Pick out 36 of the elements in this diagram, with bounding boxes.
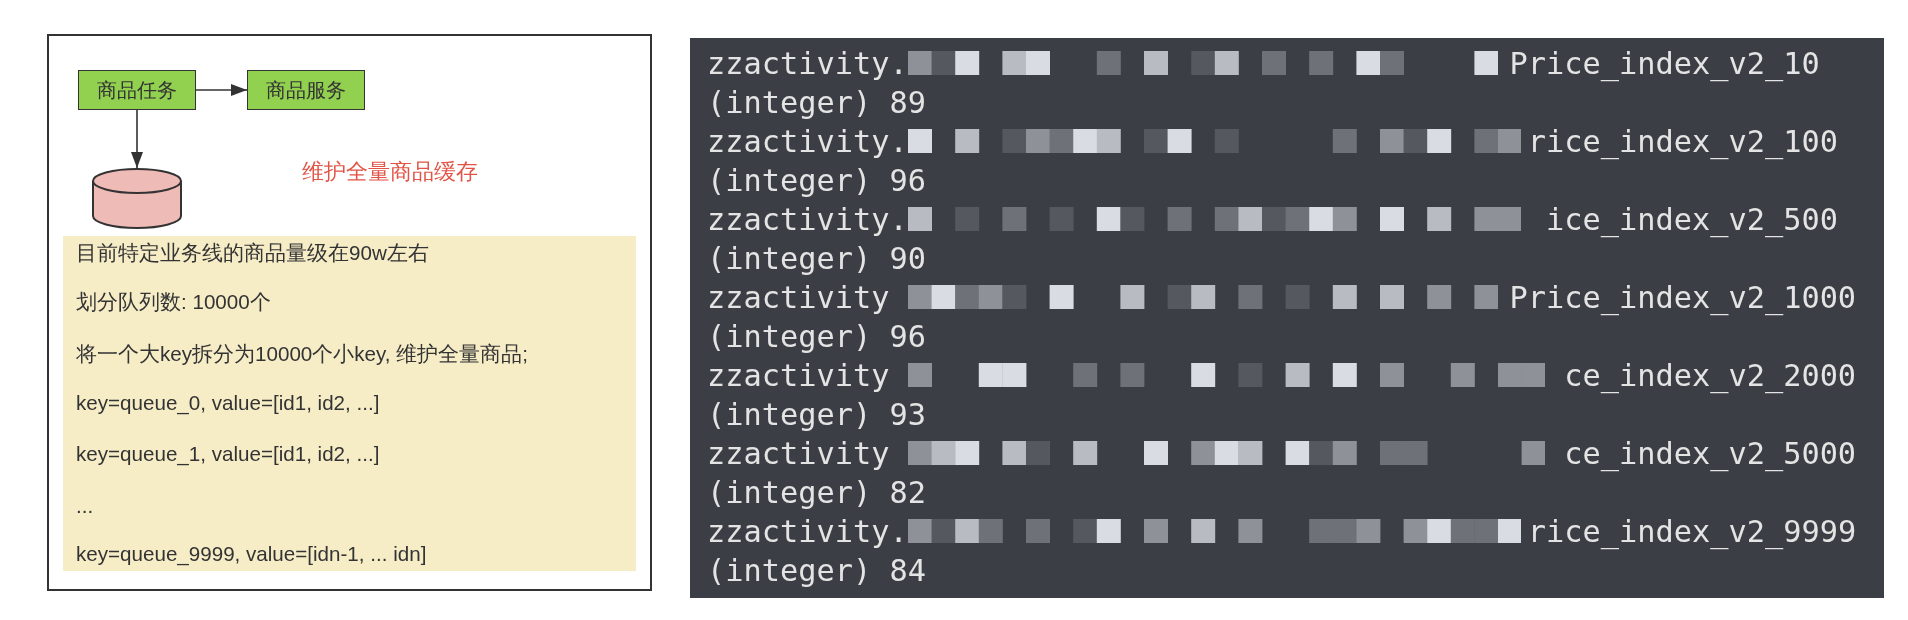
terminal-text: (integer) 84 bbox=[707, 551, 926, 590]
database-cylinder bbox=[92, 168, 182, 229]
note-text: 目前特定业务线的商品量级在90w左右 bbox=[76, 239, 429, 266]
terminal-text: (integer) 96 bbox=[707, 317, 926, 356]
note-panel bbox=[63, 236, 636, 571]
note-text: 划分队列数: 10000个 bbox=[76, 289, 271, 315]
terminal-text: (integer) 82 bbox=[707, 473, 926, 512]
terminal-text: (integer) 90 bbox=[707, 239, 926, 278]
terminal-text: ce_index_v2_5000 bbox=[1564, 434, 1857, 473]
terminal-text: rice_index_v2_9999 bbox=[1527, 512, 1857, 551]
process-box: 商品服务 bbox=[247, 70, 365, 110]
terminal-text: zzactivity bbox=[707, 356, 890, 395]
terminal-text: zzactivity. bbox=[707, 122, 908, 161]
terminal-text: ice_index_v2_500 bbox=[1546, 200, 1838, 239]
terminal-text: zzactivity bbox=[707, 434, 890, 473]
terminal-text: zzactivity. bbox=[707, 512, 908, 551]
terminal-text: Price_index_v2_10 bbox=[1509, 44, 1820, 83]
note-text: ... bbox=[76, 493, 94, 520]
note-text: key=queue_0, value=[id1, id2, ...] bbox=[76, 390, 380, 416]
terminal-text: zzactivity. bbox=[707, 200, 908, 239]
note-text: 将一个大key拆分为10000个小key, 维护全量商品; bbox=[76, 340, 528, 367]
terminal-text: (integer) 93 bbox=[707, 395, 926, 434]
terminal-text: ce_index_v2_2000 bbox=[1564, 356, 1857, 395]
diagram-frame bbox=[47, 34, 652, 591]
terminal-text: (integer) 96 bbox=[707, 161, 926, 200]
process-box: 商品任务 bbox=[78, 70, 196, 110]
terminal-text: (integer) 89 bbox=[707, 83, 926, 122]
note-text: key=queue_1, value=[id1, id2, ...] bbox=[76, 440, 380, 467]
terminal-text: Price_index_v2_1000 bbox=[1509, 278, 1857, 317]
terminal-text: zzactivity. bbox=[707, 44, 908, 83]
arrow bbox=[195, 84, 248, 96]
terminal-text: zzactivity bbox=[707, 278, 890, 317]
caption-text: 维护全量商品缓存 bbox=[302, 158, 478, 186]
note-text: key=queue_9999, value=[idn-1, ... idn] bbox=[76, 541, 427, 567]
arrow bbox=[131, 109, 143, 169]
terminal-text: rice_index_v2_100 bbox=[1527, 122, 1838, 161]
